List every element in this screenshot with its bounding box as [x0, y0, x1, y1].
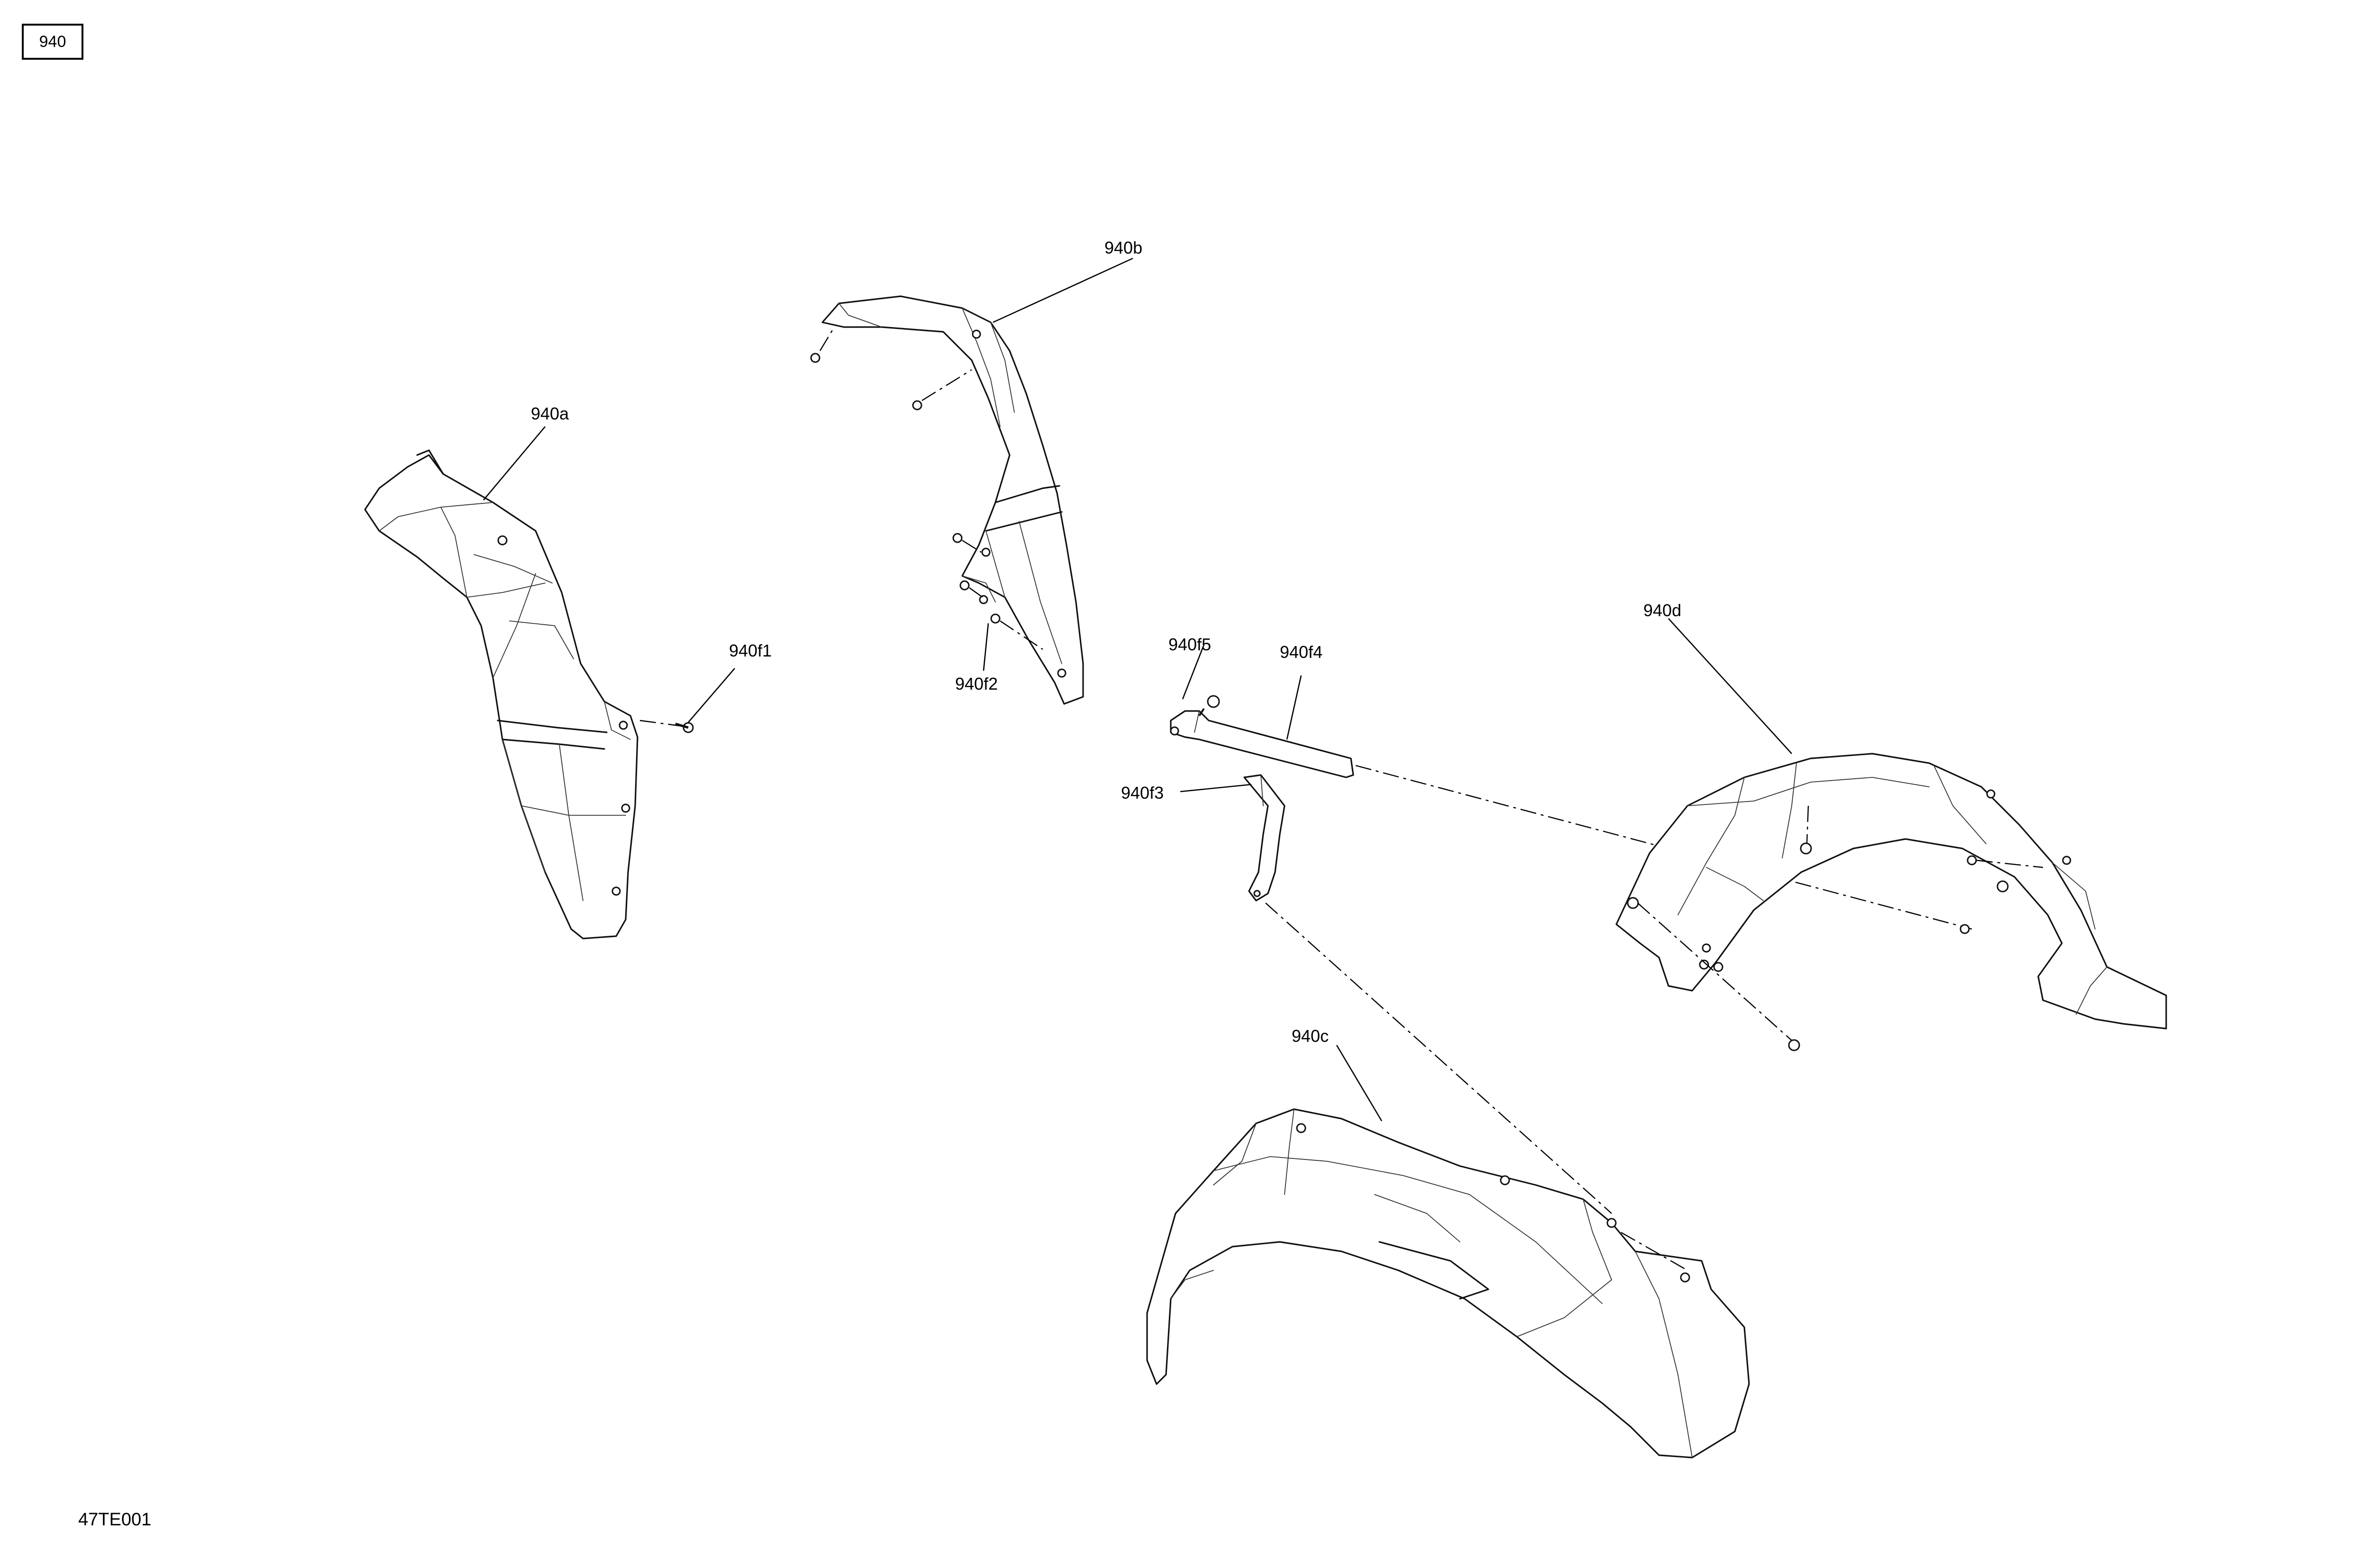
callout-940b: 940b [1104, 238, 1143, 257]
push-rivet-icon [1627, 897, 1639, 909]
push-rivet-icon [952, 533, 963, 543]
front-left-fender-panel-icon [364, 449, 638, 939]
push-rivet-icon [1967, 855, 1977, 866]
callout-940f5: 940f5 [1168, 635, 1212, 654]
page-tag: 940 [22, 24, 83, 60]
push-rivet-icon [1713, 962, 1723, 972]
push-rivet-icon [1960, 924, 1970, 934]
push-rivet-icon [1800, 842, 1812, 855]
push-rivet-icon [990, 613, 1001, 624]
push-rivet-icon [1788, 1039, 1800, 1051]
callout-940c: 940c [1292, 1026, 1329, 1046]
push-rivet-icon [810, 353, 820, 363]
mounting-bracket-icon [1170, 710, 1354, 778]
support-bracket-icon [1243, 774, 1285, 902]
callout-940f1: 940f1 [729, 641, 772, 660]
push-rivet-icon [959, 580, 970, 591]
front-right-fender-panel-icon [821, 295, 1084, 705]
drawing-code: 47TE001 [78, 1510, 152, 1530]
callout-940d: 940d [1643, 601, 1682, 620]
screw-icon [675, 722, 694, 733]
push-rivet-icon [1699, 959, 1709, 970]
rear-right-fender-icon [1615, 753, 2167, 1030]
push-rivet-icon [1996, 880, 2009, 893]
push-rivet-icon [912, 400, 922, 410]
bolt-icon [1198, 695, 1220, 717]
callout-940f2: 940f2 [955, 674, 998, 693]
rear-left-fender-icon [1146, 1108, 1750, 1459]
callout-940f4: 940f4 [1280, 642, 1323, 662]
callout-940f3: 940f3 [1121, 783, 1164, 802]
callout-940a: 940a [531, 404, 569, 423]
